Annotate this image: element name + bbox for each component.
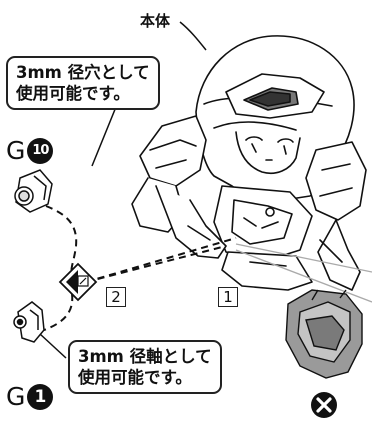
part-label-g1: G 1: [6, 382, 54, 411]
part-label-g10-prefix: G: [6, 136, 26, 165]
zoom-lines: [235, 243, 372, 303]
figure-face: [235, 131, 301, 174]
step-label-1: 1: [218, 287, 238, 307]
callout-peg-line1: 3mm 径軸として: [78, 347, 212, 366]
callout-hole-line1: 3mm 径穴として: [16, 63, 150, 82]
part-label-g1-prefix: G: [6, 382, 26, 411]
part-label-g10-number: 10: [27, 137, 54, 164]
body-label: 本体: [140, 12, 171, 30]
callout-hole-3mm: 3mm 径穴として 使用可能です。: [6, 56, 160, 110]
figure-right-armor: [305, 141, 367, 221]
figure-waist: [221, 251, 313, 291]
part-g1: [13, 301, 45, 343]
connector-diamond: [58, 262, 98, 302]
part-g10: [14, 169, 53, 213]
callout-peg-line2: 使用可能です。: [78, 368, 192, 387]
step-label-2: 2: [106, 287, 126, 307]
assembly-dashed-lines: [43, 205, 237, 331]
figure-head: [195, 35, 355, 202]
figure-left-armor: [139, 115, 207, 187]
callout-peg-3mm: 3mm 径軸として 使用可能です。: [68, 340, 222, 394]
callout-hole-line2: 使用可能です。: [16, 84, 130, 103]
part-label-g1-number: 1: [27, 383, 54, 410]
part-label-g10: G 10: [6, 136, 54, 165]
x-mark-icon: [311, 392, 337, 418]
figure-right-arm: [317, 219, 361, 291]
ng-detail-part: [285, 289, 363, 379]
